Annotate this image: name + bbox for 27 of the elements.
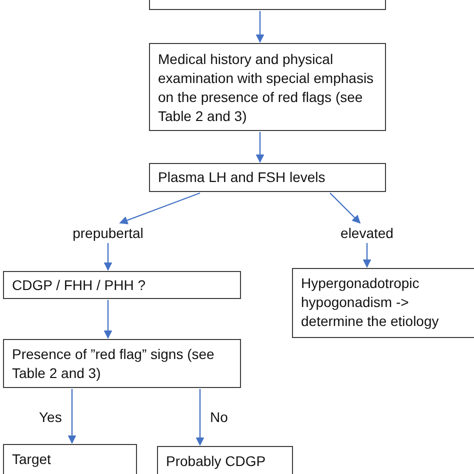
arrow bbox=[362, 243, 372, 268]
arrow bbox=[256, 132, 264, 163]
node-text: Presence of ”red flag” signs (see Table 2 and 3) bbox=[12, 345, 216, 383]
edge-label: Yes bbox=[38, 409, 63, 425]
process-box bbox=[3, 339, 241, 388]
node-text: Hypergonadotropic hypogonadism -> determine the etiology bbox=[301, 274, 440, 331]
node-text: Target bbox=[12, 450, 52, 469]
arrow bbox=[104, 300, 112, 339]
node-text: Medical history and physical examination with special emphasis on the presence of red flags (see Table 2 and 3) bbox=[158, 50, 375, 126]
process-box bbox=[157, 446, 293, 474]
node-text: Probably CDGP bbox=[166, 452, 267, 471]
arrow bbox=[104, 243, 112, 271]
arrow bbox=[68, 389, 76, 444]
branch-label: elevated bbox=[336, 224, 398, 242]
arrow bbox=[330, 192, 361, 224]
process-box bbox=[3, 444, 137, 474]
arrow bbox=[256, 11, 264, 43]
branch-label: prepubertal bbox=[58, 224, 158, 242]
process-box bbox=[3, 271, 241, 299]
edge-label: No bbox=[209, 409, 229, 425]
process-box bbox=[149, 163, 386, 192]
arrow bbox=[196, 389, 204, 446]
arrow bbox=[119, 192, 200, 224]
node-text: Plasma LH and FSH levels bbox=[158, 168, 326, 187]
node-text: CDGP / FHH / PHH ? bbox=[12, 276, 147, 295]
process-box bbox=[149, 43, 386, 131]
process-box bbox=[292, 268, 474, 338]
